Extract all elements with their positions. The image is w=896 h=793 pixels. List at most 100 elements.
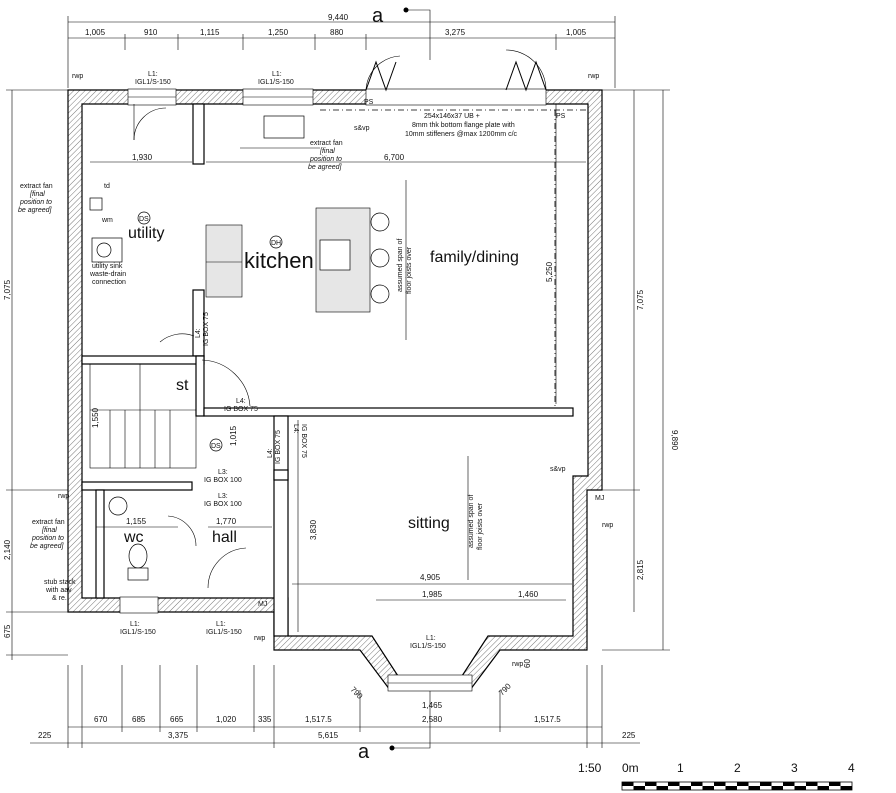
utility-sink-note-1: utility sink bbox=[92, 263, 123, 270]
extract-fan-wc-note-2: position to bbox=[31, 535, 64, 542]
dim-sitting-width: 4,905 bbox=[420, 573, 441, 582]
extract-fan-utility-note-1: [final bbox=[29, 191, 45, 198]
extract-fan-kitchen-note-1: [final bbox=[319, 148, 335, 155]
dim-wc-width: 1,155 bbox=[126, 517, 147, 526]
dim-bottom-6: 1,517.5 bbox=[305, 715, 332, 724]
dim-bottom-row2-2: 3,375 bbox=[168, 731, 189, 740]
scale-segment bbox=[645, 782, 657, 786]
l4-spec-2: IG BOX 75 bbox=[224, 406, 258, 413]
l3-label-2: L3: bbox=[218, 493, 228, 500]
dim-utility-width: 1,930 bbox=[132, 153, 153, 162]
scale-segment bbox=[771, 786, 783, 790]
bifold-doors bbox=[365, 49, 547, 92]
dim-right-low: 2,815 bbox=[636, 559, 645, 580]
l4-spec-3: IG BOX 75 bbox=[275, 430, 282, 464]
scale-segment bbox=[840, 786, 852, 790]
washing-machine-label: wm bbox=[101, 217, 113, 224]
scale-segment bbox=[817, 786, 829, 790]
dim-bay-left: 1,985 bbox=[422, 590, 443, 599]
room-family-dining: family/dining bbox=[430, 249, 519, 266]
dim-family-width: 6,700 bbox=[384, 153, 405, 162]
dim-bottom-row2-1: 225 bbox=[38, 731, 52, 740]
scale-segment bbox=[656, 786, 668, 790]
dim-bottom-row2-5: 225 bbox=[622, 731, 636, 740]
dim-hall-1015: 1,015 bbox=[229, 425, 238, 446]
dim-top-2: 910 bbox=[144, 28, 158, 37]
ps-left: PS bbox=[364, 99, 374, 106]
dim-top-overall: 9,440 bbox=[328, 13, 349, 22]
span-family-note-2: floor joists over bbox=[406, 246, 413, 294]
annotations: L1: IGL1/S-150 L1: IGL1/S-150 L1: IGL1/S… bbox=[18, 71, 613, 668]
scale-segment bbox=[725, 786, 737, 790]
lintel-1-label: L1: bbox=[148, 71, 158, 78]
scale-segment bbox=[737, 782, 749, 786]
scale-label: 1:50 bbox=[578, 761, 602, 775]
room-kitchen: kitchen bbox=[244, 248, 314, 273]
dim-top-4: 1,250 bbox=[268, 28, 289, 37]
dim-bay-right: 1,460 bbox=[518, 590, 539, 599]
scale-tick-1: 1 bbox=[677, 761, 684, 775]
lintel-hall-spec: IGL1/S-150 bbox=[206, 629, 242, 636]
stub-stack-note-1: stub stack bbox=[44, 579, 76, 586]
scale-segment bbox=[622, 782, 634, 786]
extract-fan-wc-note-1: [final bbox=[41, 527, 57, 534]
dim-bay-small: 60 bbox=[523, 659, 532, 668]
dim-bottom-3: 665 bbox=[170, 715, 184, 724]
smoke-detector-utility: DS bbox=[139, 216, 149, 223]
dim-left-upper: 7,075 bbox=[3, 279, 12, 300]
scale-tick-0: 0m bbox=[622, 761, 639, 775]
lintel-2-spec: IGL1/S-150 bbox=[258, 79, 294, 86]
right-dimensions: 7,075 9,890 2,815 bbox=[602, 89, 679, 651]
scale-tick-3: 3 bbox=[791, 761, 798, 775]
doors bbox=[159, 333, 251, 589]
dim-bottom-2: 685 bbox=[132, 715, 146, 724]
l3-spec-1: IG BOX 100 bbox=[204, 477, 242, 484]
beam-note-1: 254x146x37 UB + bbox=[424, 113, 480, 120]
dim-hall-width: 1,770 bbox=[216, 517, 237, 526]
rwp-mid-left: rwp bbox=[58, 493, 69, 500]
smoke-detector-hall: DS bbox=[211, 443, 221, 450]
kitchen-fixtures bbox=[205, 115, 390, 313]
l4-label-3: L4: bbox=[267, 448, 274, 458]
l4-label-4: L4: bbox=[292, 424, 299, 434]
l3-spec-2: IG BOX 100 bbox=[204, 501, 242, 508]
dim-left-mid: 2,140 bbox=[3, 539, 12, 560]
dim-top-5: 880 bbox=[330, 28, 344, 37]
movement-joint-right: MJ bbox=[595, 495, 604, 502]
section-marker-top: a bbox=[372, 5, 431, 60]
scale-segment bbox=[783, 782, 795, 786]
top-dimensions: 9,440 1,005 910 1,115 1,250 880 3,275 1,… bbox=[67, 13, 616, 88]
dim-top-3: 1,115 bbox=[200, 28, 220, 37]
dim-bottom-row2-4: 2,580 bbox=[422, 715, 443, 724]
wc-fixtures bbox=[108, 496, 149, 581]
scale-segment bbox=[668, 782, 680, 786]
extract-fan-wc-note-3: be agreed] bbox=[30, 543, 65, 550]
room-hall: hall bbox=[212, 529, 237, 546]
rwp-top-right: rwp bbox=[588, 73, 599, 80]
rwp-mid-right: rwp bbox=[602, 522, 613, 529]
dim-bottom-4: 1,020 bbox=[216, 715, 237, 724]
lintel-wc-label: L1: bbox=[130, 621, 140, 628]
external-walls bbox=[67, 88, 603, 692]
tumble-dryer-label: td bbox=[104, 183, 110, 190]
bottom-dimensions: 670 685 665 1,020 335 1,517.5 1,465 1,51… bbox=[30, 665, 640, 748]
dim-top-1: 1,005 bbox=[85, 28, 106, 37]
extract-fan-kitchen-note-3: be agreed] bbox=[308, 164, 343, 171]
scale-segment bbox=[806, 782, 818, 786]
dim-family-depth: 5,250 bbox=[545, 261, 554, 282]
scale-segment bbox=[691, 782, 703, 786]
scale-segment bbox=[714, 782, 726, 786]
detector-symbols: DS DH DS bbox=[137, 211, 283, 452]
lintel-hall-label: L1: bbox=[216, 621, 226, 628]
dim-right-upper: 7,075 bbox=[636, 289, 645, 310]
svp-right: s&vp bbox=[550, 466, 566, 473]
span-sitting-note-1: assumed span of bbox=[468, 495, 475, 548]
scale-segment bbox=[679, 786, 691, 790]
dim-bottom-8: 1,517.5 bbox=[534, 715, 561, 724]
scale-segment bbox=[633, 786, 645, 790]
utility-sink-note-2: waste-drain bbox=[89, 271, 126, 278]
rwp-top-left: rwp bbox=[72, 73, 83, 80]
lintel-bay-spec: IGL1/S-150 bbox=[410, 643, 446, 650]
room-sitting: sitting bbox=[408, 515, 450, 532]
